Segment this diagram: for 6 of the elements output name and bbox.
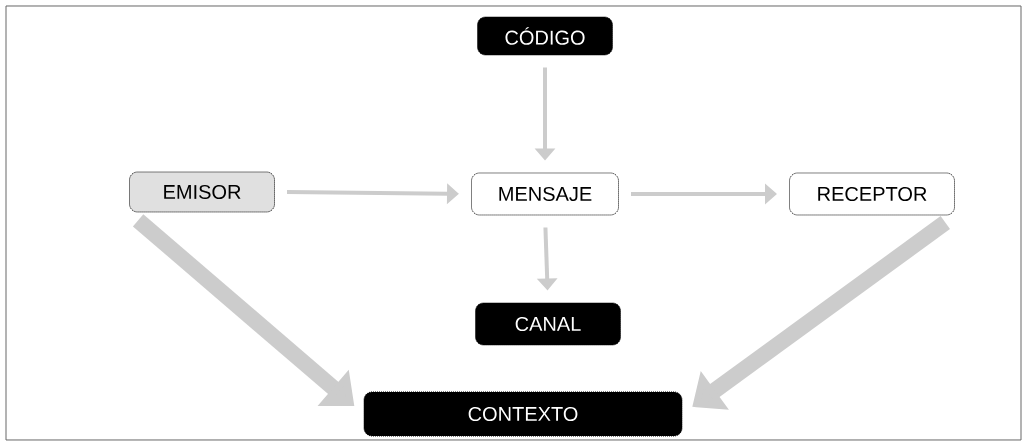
label-box: CANAL [475, 302, 621, 346]
label-box: CONTEXTO [363, 391, 683, 437]
label-box: EMISOR [129, 171, 275, 213]
label-box: RECEPTOR [789, 172, 955, 216]
label-box: CÓDIGO [477, 16, 613, 56]
label-box: MENSAJE [471, 172, 619, 216]
